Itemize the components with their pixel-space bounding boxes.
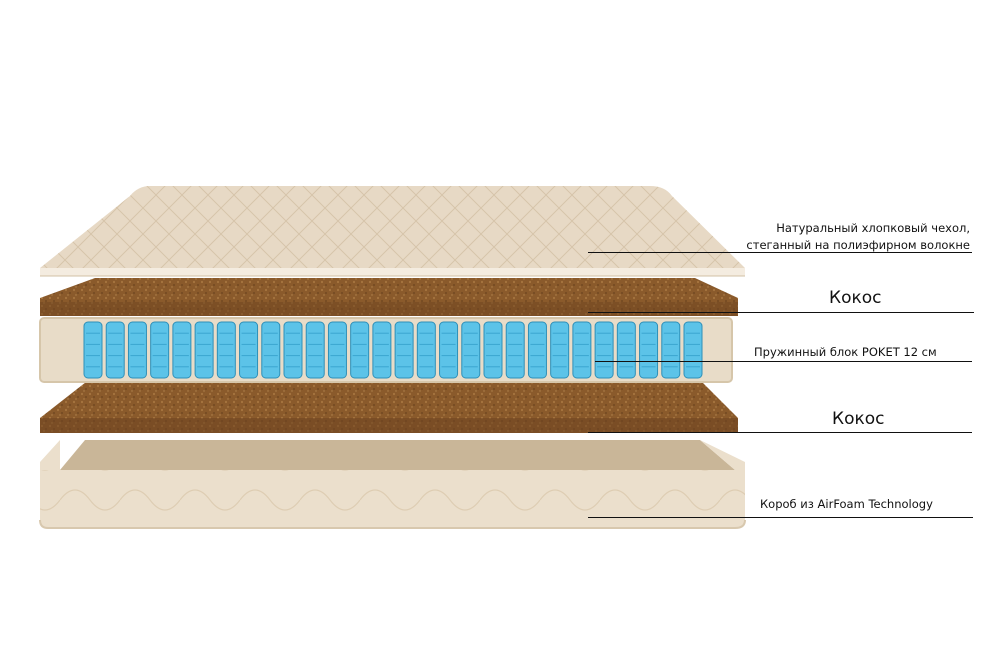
coconut-bottom-layer [40,375,738,433]
label-coconut-bottom: Кокос [832,409,885,429]
pocket-spring [172,321,192,379]
pocket-spring [416,321,436,379]
pocket-spring [83,321,103,379]
pocket-spring [661,321,681,379]
label-cover-line-2: стеганный на полиэфирном волокне [746,238,970,252]
pocket-spring [239,321,259,379]
coconut-top-layer [40,278,738,316]
pocket-spring [127,321,147,379]
pocket-spring [461,321,481,379]
pocket-spring [105,321,125,379]
leader-box [588,517,973,518]
leader-springs [595,361,972,362]
pocket-spring [150,321,170,379]
label-springs: Пружинный блок POKET 12 см [754,345,937,359]
pocket-spring [261,321,281,379]
leader-cover [588,252,972,253]
pocket-spring [350,321,370,379]
label-cover: Натуральный хлопковый чехол, стеганный н… [746,220,970,254]
pocket-spring [550,321,570,379]
pocket-spring [505,321,525,379]
leader-coconut-top [588,312,974,313]
pocket-spring [194,321,214,379]
pocket-spring [616,321,636,379]
leader-coconut-bottom [588,432,972,433]
pocket-spring [305,321,325,379]
quilted-cover-layer [40,186,745,277]
pocket-spring [216,321,236,379]
label-coconut-top: Кокос [829,288,882,308]
pocket-spring [527,321,547,379]
pocket-spring [683,321,703,379]
pocket-spring [572,321,592,379]
pocket-spring [483,321,503,379]
pocket-spring [639,321,659,379]
pocket-spring [372,321,392,379]
pocket-spring [327,321,347,379]
label-box: Короб из AirFoam Technology [760,497,933,511]
box-inner [60,440,735,470]
pocket-spring [283,321,303,379]
foam-box-layer [39,440,746,529]
label-cover-line-1: Натуральный хлопковый чехол, [776,221,970,235]
pocket-spring [594,321,614,379]
pocket-spring [394,321,414,379]
pocket-spring [439,321,459,379]
spring-block-layer [39,317,733,383]
